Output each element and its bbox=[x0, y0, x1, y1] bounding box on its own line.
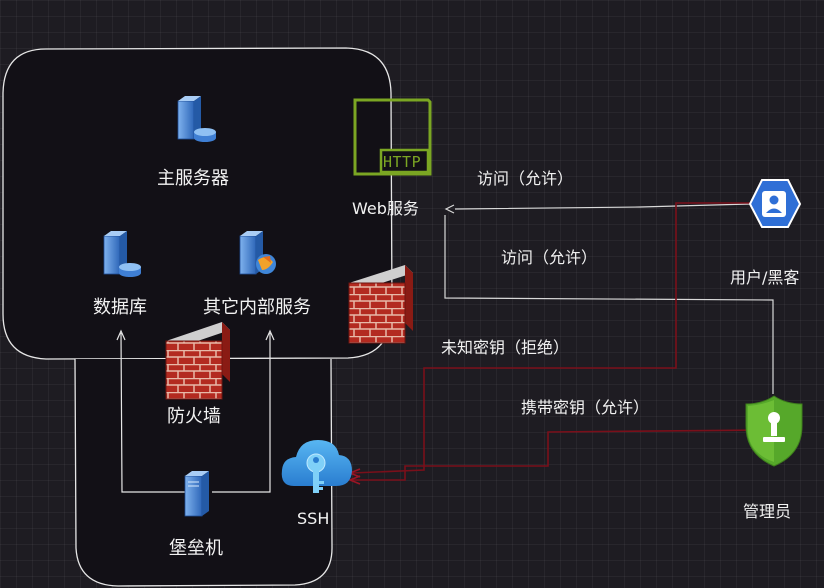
bastion-to-services-link bbox=[212, 333, 271, 493]
access-line-2 bbox=[444, 215, 774, 394]
ssh-key-cloud-icon bbox=[281, 440, 352, 493]
other-services-label: 其它内部服务 bbox=[203, 297, 311, 318]
ssh-label: SSH bbox=[297, 509, 330, 528]
bastion-server-icon bbox=[184, 471, 209, 517]
web-service-http-icon bbox=[353, 98, 432, 176]
access-allow-label-2: 访问（允许） bbox=[501, 248, 598, 267]
user-hacker-label: 用户/黑客 bbox=[730, 268, 800, 287]
firewall-label: 防火墙 bbox=[167, 406, 221, 427]
database-server-icon bbox=[103, 231, 141, 277]
with-key-allow-label: 携带密钥（允许） bbox=[521, 398, 650, 417]
main-server-label: 主服务器 bbox=[157, 168, 229, 189]
unknown-key-deny-label: 未知密钥（拒绝） bbox=[441, 338, 570, 357]
with-key-line bbox=[352, 429, 771, 481]
http-badge-label: HTTP bbox=[383, 153, 422, 171]
bastion-to-database-link bbox=[120, 332, 186, 493]
access-line-1 bbox=[454, 203, 751, 210]
user-hacker-icon bbox=[748, 179, 802, 228]
admin-shield-icon bbox=[745, 395, 803, 467]
firewall-right-icon bbox=[348, 265, 413, 344]
bastion-label: 堡垒机 bbox=[169, 538, 223, 559]
web-service-label: Web服务 bbox=[352, 199, 419, 218]
access-allow-label-1: 访问（允许） bbox=[477, 169, 574, 188]
main-server-icon bbox=[177, 96, 216, 142]
other-services-server-icon bbox=[239, 231, 276, 275]
internal-network-box bbox=[2, 47, 393, 360]
admin-label: 管理员 bbox=[743, 502, 792, 521]
unknown-key-line bbox=[351, 202, 750, 474]
firewall-left-icon bbox=[165, 322, 230, 400]
database-label: 数据库 bbox=[93, 297, 147, 318]
